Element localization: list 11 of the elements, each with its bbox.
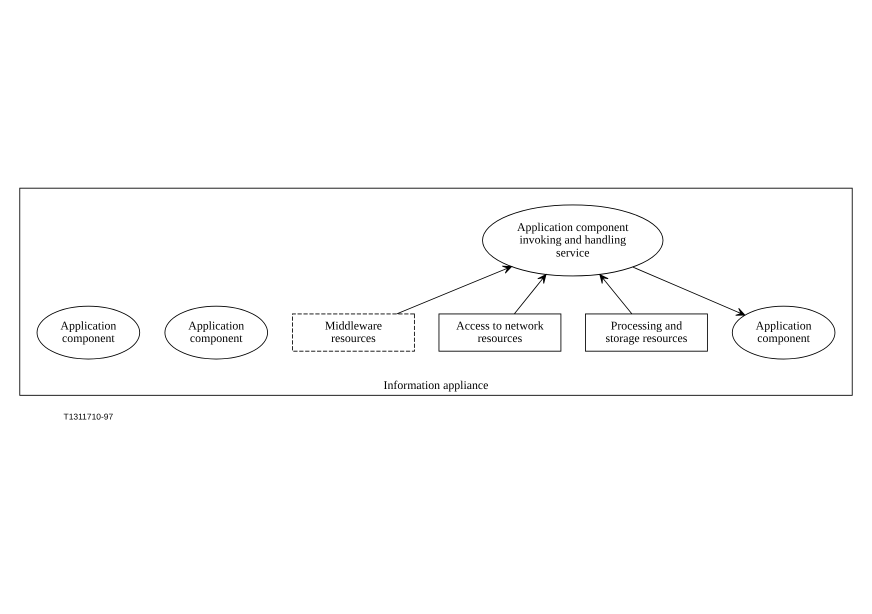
node-box: Middleware resources [292, 314, 415, 352]
arrow [396, 266, 512, 314]
node-ellipse: Application component [36, 306, 140, 360]
node-ellipse: Application component [164, 306, 268, 360]
label: T1311710-97 [64, 411, 114, 422]
node-ellipse: Application component invoking and handling service [482, 204, 664, 276]
arrow [632, 266, 746, 316]
arrow [514, 274, 546, 314]
node-box: Access to network resources [438, 314, 562, 352]
arrow [599, 274, 632, 314]
node-box: Processing and storage resources [585, 314, 708, 352]
